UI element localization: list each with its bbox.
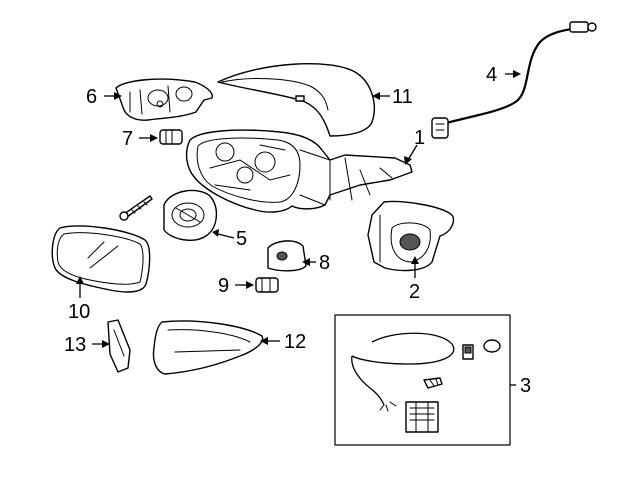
part-13-trim [107,319,131,373]
callout-7: 7 [122,128,133,150]
part-3-kit-box [334,314,511,446]
callout-8: 8 [319,252,330,274]
part-7-bulb [159,129,183,145]
callout-9: 9 [218,275,229,297]
callout-labels: 1 2 3 4 5 6 7 8 9 10 11 12 13 [64,64,531,397]
part-11-mirror-cap [217,63,375,137]
callout-6: 6 [86,86,97,108]
callout-5: 5 [236,228,247,250]
part-12-lower-cover [152,320,264,375]
callout-12: 12 [284,331,306,353]
part-2-mirror-base [367,200,455,272]
part-8-lamp-housing [267,240,307,272]
callout-11: 11 [392,86,413,108]
screw [119,195,153,221]
part-6-bracket [115,78,213,121]
callout-1: 1 [414,127,425,149]
part-5-actuator [163,189,217,241]
callout-13: 13 [64,334,86,356]
part-1-mirror-housing [185,129,413,213]
callout-3: 3 [520,375,531,397]
part-4-wire-harness [431,21,597,139]
part-10-mirror-glass [51,225,151,293]
callout-4: 4 [486,64,497,86]
callout-10: 10 [68,301,90,323]
part-9-socket [255,277,279,293]
leader-lines [76,70,521,386]
callout-2: 2 [409,281,420,303]
